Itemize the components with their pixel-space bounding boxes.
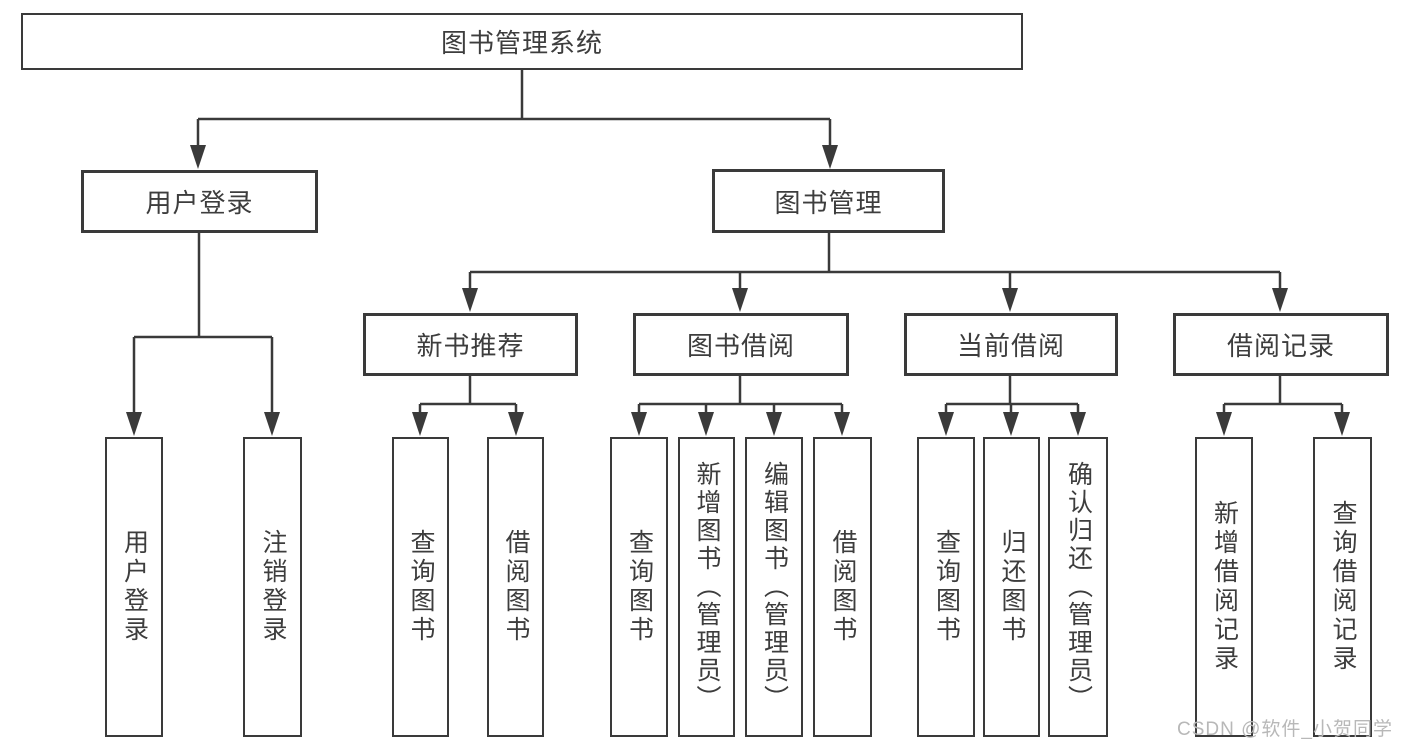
node-user-login: 用户登录 (81, 170, 318, 233)
leaf-query-books-3: 查询图书 (917, 437, 975, 737)
leaf-add-book-admin-label: 新增图书（管理员） (693, 461, 721, 713)
node-library-management-system-label: 图书管理系统 (440, 28, 603, 58)
leaf-query-borrow-record-label: 查询借阅记录 (1329, 500, 1357, 674)
node-borrow-record-label: 借阅记录 (1226, 331, 1335, 361)
node-user-login-label: 用户登录 (145, 188, 254, 218)
leaf-query-books-2: 查询图书 (610, 437, 668, 737)
leaf-query-books-3-label: 查询图书 (932, 529, 961, 645)
leaf-borrow-books-1: 借阅图书 (487, 437, 544, 737)
leaf-query-books-1-label: 查询图书 (407, 529, 435, 645)
leaf-edit-book-admin-label: 编辑图书（管理员） (760, 461, 789, 713)
leaf-user-login-label: 用户登录 (120, 529, 149, 645)
leaf-query-borrow-record: 查询借阅记录 (1313, 437, 1372, 737)
watermark: CSDN @软件_小贺同学 (1177, 719, 1393, 740)
leaf-add-borrow-record: 新增借阅记录 (1195, 437, 1253, 737)
node-new-book-recommend: 新书推荐 (363, 313, 578, 376)
node-book-management: 图书管理 (712, 169, 945, 233)
node-current-borrow: 当前借阅 (904, 313, 1118, 376)
leaf-confirm-return-admin-label: 确认归还（管理员） (1064, 461, 1093, 713)
leaf-return-book: 归还图书 (983, 437, 1040, 737)
node-library-management-system: 图书管理系统 (21, 13, 1023, 70)
leaf-query-books-1: 查询图书 (392, 437, 449, 737)
leaf-logout: 注销登录 (243, 437, 302, 737)
leaf-add-book-admin: 新增图书（管理员） (678, 437, 735, 737)
leaf-add-borrow-record-label: 新增借阅记录 (1210, 500, 1239, 674)
leaf-borrow-books-2: 借阅图书 (813, 437, 872, 737)
leaf-query-books-2-label: 查询图书 (625, 529, 654, 645)
node-book-management-label: 图书管理 (774, 187, 883, 218)
leaf-return-book-label: 归还图书 (998, 529, 1026, 645)
node-borrow-record: 借阅记录 (1173, 313, 1389, 376)
leaf-logout-label: 注销登录 (259, 529, 287, 645)
leaf-user-login: 用户登录 (105, 437, 163, 737)
leaf-borrow-books-1-label: 借阅图书 (502, 529, 530, 645)
leaf-confirm-return-admin: 确认归还（管理员） (1048, 437, 1108, 737)
node-book-borrow: 图书借阅 (633, 313, 849, 376)
leaf-borrow-books-2-label: 借阅图书 (829, 529, 857, 645)
node-current-borrow-label: 当前借阅 (956, 331, 1065, 361)
leaf-edit-book-admin: 编辑图书（管理员） (745, 437, 803, 737)
node-new-book-recommend-label: 新书推荐 (416, 331, 525, 361)
node-book-borrow-label: 图书借阅 (686, 331, 795, 361)
